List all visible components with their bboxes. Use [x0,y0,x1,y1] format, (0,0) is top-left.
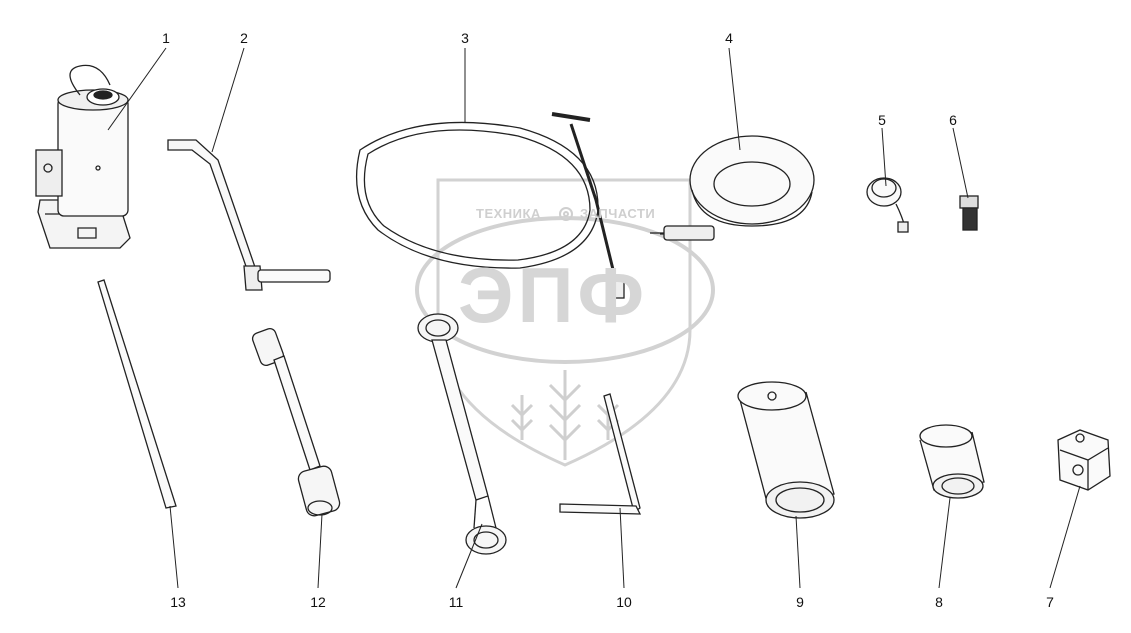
coiled-hose-drawing [650,135,815,241]
part-label-7: 7 [1046,594,1054,610]
watermark-logo-text: ЭПФ [458,251,649,339]
part-label-3: 3 [461,30,469,46]
part-label-5: 5 [878,112,886,128]
part-label-11: 11 [448,594,464,610]
pry-bar-drawing [97,279,177,509]
part-label-8: 8 [935,594,943,610]
part-label-9: 9 [796,594,804,610]
part-label-1: 1 [162,30,170,46]
part-label-12: 12 [310,594,326,610]
part-label-10: 10 [616,594,632,610]
large-socket-drawing [737,381,835,519]
bolt-drawing [959,195,979,231]
part-label-4: 4 [725,30,733,46]
leader-lines [107,47,1081,589]
watermark-text-right: ЗАПЧАСТИ [580,206,656,221]
medium-socket-drawing [919,424,985,499]
socket-wrench-drawing [251,327,341,517]
hex-nut-drawing [1057,429,1111,491]
part-label-6: 6 [949,112,957,128]
watermark-wheat-icon [510,370,620,460]
bottle-jack-drawing [35,64,131,249]
hose-loop-drawing [355,121,599,269]
ring-spanner-drawing [417,313,507,555]
watermark-gear-icon [559,207,573,221]
crank-handle-drawing [167,139,331,291]
valve-hose-drawing [551,112,625,299]
watermark-text-left: ТЕХНИКА [476,206,541,221]
part-label-13: 13 [170,594,186,610]
hex-key-drawing [559,393,642,515]
part-label-2: 2 [240,30,248,46]
pressure-gauge-drawing [866,177,909,233]
